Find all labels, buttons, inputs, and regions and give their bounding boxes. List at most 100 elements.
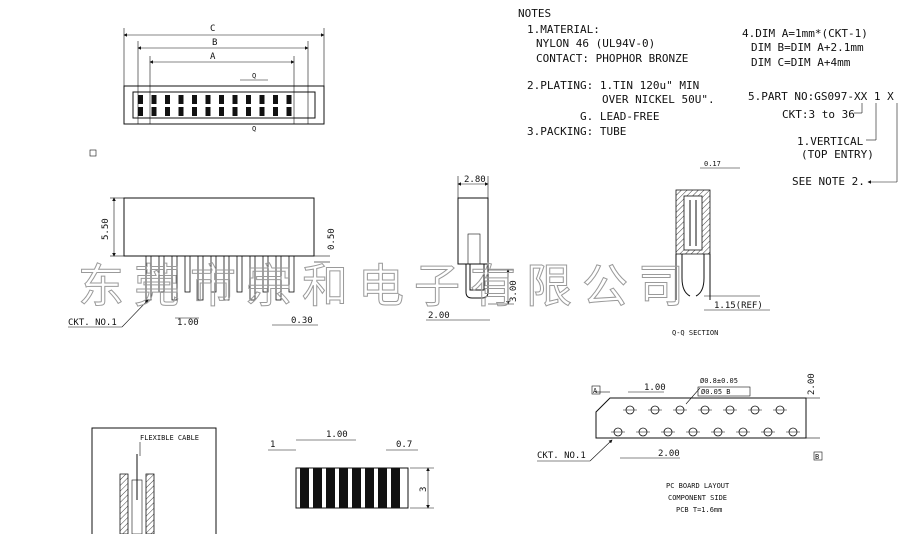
pcb-title3: PCB T=1.6mm <box>676 506 722 514</box>
section-mark-top: Q <box>252 72 256 80</box>
note-over-nickel: OVER NICKEL 50U". <box>602 93 715 106</box>
side-view: 2.80 3.00 2.00 <box>426 175 519 321</box>
section-ref-dim: 1.15(REF) <box>714 301 763 311</box>
section-tolerance: 0.17 <box>704 160 721 168</box>
top-pin <box>205 107 211 116</box>
note-packing: 3.PACKING: TUBE <box>527 125 626 138</box>
note-plating: 2.PLATING: 1.TIN 120u" MIN <box>527 79 699 92</box>
notes-heading: NOTES <box>518 7 551 20</box>
cable-strip <box>326 468 335 508</box>
dim-b-label: B <box>212 38 217 48</box>
notes-block: NOTES 1.MATERIAL: NYLON 46 (UL94V-0) CON… <box>518 7 898 188</box>
front-pin <box>249 255 256 301</box>
company-watermark: 东莞市宗和电子有限公司 <box>78 259 694 313</box>
front-pin <box>275 255 282 301</box>
section-mark-bottom: Q <box>252 125 256 133</box>
cable-pad-dim: 0.7 <box>396 440 412 450</box>
cable-height-dim: 3 <box>419 487 429 492</box>
note-see-note: SEE NOTE 2. <box>792 175 865 188</box>
cable-detail: FLEXIBLE CABLE <box>91 427 217 534</box>
front-view: 5.50 0.50 CKT. NO.1 1.00 0.30 <box>68 197 337 328</box>
section-title: Q-Q SECTION <box>672 329 718 337</box>
top-pin <box>151 95 157 104</box>
cable-strip <box>300 468 309 508</box>
cable-strip <box>365 468 374 508</box>
top-pin <box>178 107 184 116</box>
front-pin <box>184 255 191 293</box>
pin-length-dim: 3.00 <box>509 280 519 302</box>
top-view: C B A Q Q <box>123 24 325 133</box>
cable-strip <box>391 468 400 508</box>
note-dim-a: 4.DIM A=1mm*(CKT-1) <box>742 27 868 40</box>
note-top-entry: (TOP ENTRY) <box>801 148 874 161</box>
top-pin <box>165 107 170 116</box>
cable-strip <box>313 468 322 508</box>
top-pin <box>232 107 238 116</box>
top-pin <box>286 95 292 104</box>
pcb-position-tol: Ø0.05 B <box>701 388 731 396</box>
pcb-pitch-top: 1.00 <box>644 383 666 393</box>
top-pin <box>259 95 265 104</box>
note-dim-b: DIM B=DIM A+2.1mm <box>751 41 864 54</box>
pcb-datum-a: A <box>593 387 598 395</box>
note-contact: CONTACT: PHOPHOR BRONZE <box>536 52 688 65</box>
square-symbol <box>89 149 97 157</box>
pcb-datum-b: B <box>815 453 819 461</box>
dim-c-label: C <box>210 24 215 34</box>
pin-offset-dim: 2.00 <box>428 311 450 321</box>
pin-width-dim: 0.30 <box>291 316 313 326</box>
cable-strip <box>378 468 387 508</box>
side-width-dim: 2.80 <box>464 175 486 185</box>
top-pin <box>286 107 292 116</box>
pcb-title2: COMPONENT SIDE <box>668 494 727 502</box>
top-pin <box>246 95 251 104</box>
top-pin <box>178 95 184 104</box>
pcb-row-spacing: 2.00 <box>807 373 817 395</box>
note-nylon: NYLON 46 (UL94V-0) <box>536 37 655 50</box>
pcb-layout: 1.00 Ø0.8±0.05 Ø0.05 B 2.00 B A CKT. NO.… <box>537 373 823 514</box>
cable-strip <box>339 468 348 508</box>
cable-pitch-dim: 1.00 <box>326 430 348 440</box>
note-part-no: 5.PART NO:GS097-XX 1 X <box>748 90 894 103</box>
top-pin <box>246 107 251 116</box>
cable-label: FLEXIBLE CABLE <box>140 434 199 442</box>
section-view: 0.17 1.15(REF) Q-Q SECTION <box>672 160 770 337</box>
dim-a-label: A <box>210 52 216 62</box>
top-pin <box>273 107 278 116</box>
ckt-no1-front: CKT. NO.1 <box>68 318 117 328</box>
cable-edge-dim: 1 <box>270 440 275 450</box>
top-pin <box>219 95 224 104</box>
top-pin <box>138 107 143 116</box>
front-pin <box>262 255 269 293</box>
top-pin <box>273 95 278 104</box>
pcb-title1: PC BOARD LAYOUT <box>666 482 730 490</box>
front-pin <box>210 255 217 293</box>
top-pin <box>219 107 224 116</box>
top-pin <box>232 95 238 104</box>
top-pin <box>192 107 197 116</box>
cable-pads: 1 1.00 0.7 3 <box>268 430 434 509</box>
top-pin <box>138 95 143 104</box>
front-pin <box>158 255 165 293</box>
top-pin <box>192 95 197 104</box>
pcb-bottom-pitch: 2.00 <box>658 449 680 459</box>
front-pin <box>288 255 295 293</box>
front-pin <box>145 255 152 301</box>
note-lead-free: G. LEAD-FREE <box>580 110 659 123</box>
cable-strip <box>352 468 361 508</box>
top-pin <box>165 95 170 104</box>
offset-dim: 0.50 <box>327 228 337 250</box>
top-pin <box>259 107 265 116</box>
height-dim: 5.50 <box>101 218 111 240</box>
note-ckt-range: CKT:3 to 36 <box>782 108 855 121</box>
note-material: 1.MATERIAL: <box>527 23 600 36</box>
note-dim-c: DIM C=DIM A+4mm <box>751 56 851 69</box>
top-pin <box>205 95 211 104</box>
front-pin <box>197 255 204 301</box>
front-pin <box>171 255 178 301</box>
front-pin <box>223 255 230 301</box>
top-pin <box>151 107 157 116</box>
pcb-hole: Ø0.8±0.05 <box>700 377 738 385</box>
pitch-dim-front: 1.00 <box>177 318 199 328</box>
